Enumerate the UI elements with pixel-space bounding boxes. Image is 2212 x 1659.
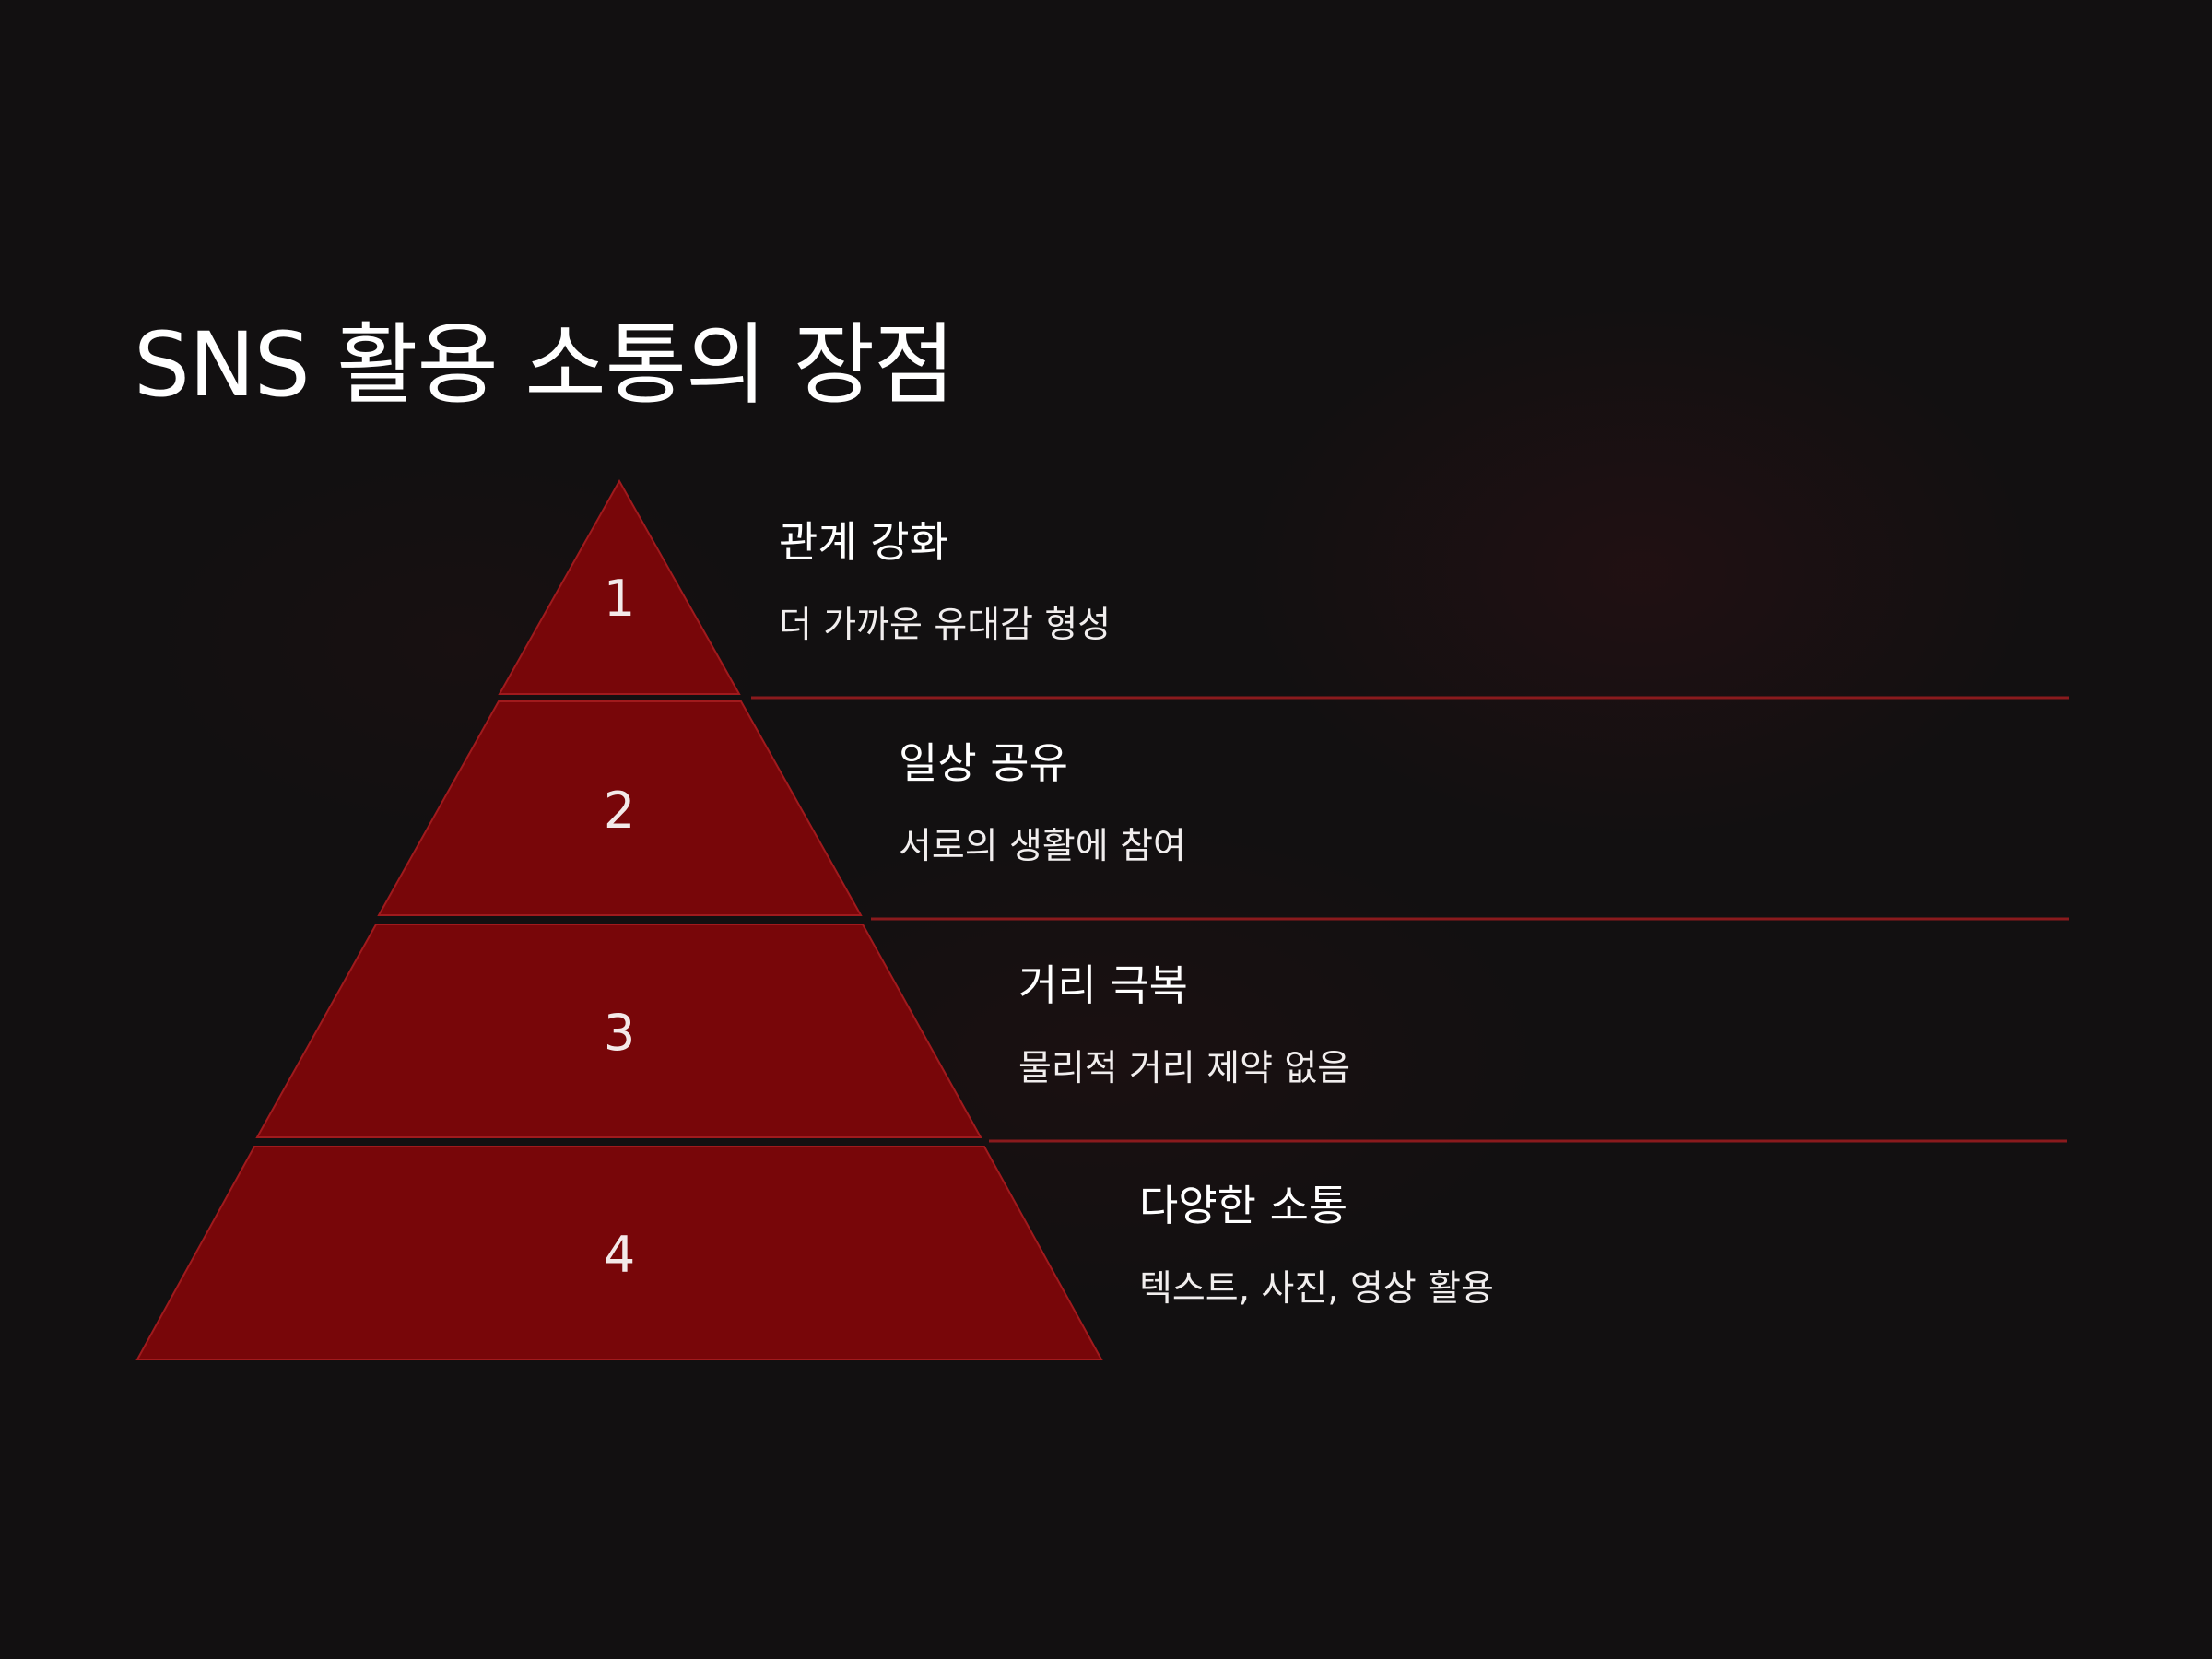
tier-4-heading: 다양한 소통 — [1139, 1181, 1348, 1230]
pyramid-tier-4 — [135, 1146, 1103, 1360]
tier-number-1: 1 — [604, 570, 635, 628]
tier-1-heading: 관계 강화 — [779, 517, 948, 567]
pyramid-tier-2 — [377, 700, 863, 916]
slide-title: SNS 활용 소통의 장점 — [134, 313, 955, 417]
tier-2-heading: 일상 공유 — [899, 738, 1068, 788]
pyramid-tier-1 — [498, 478, 741, 695]
tier-number-3: 3 — [604, 1004, 635, 1062]
tier-number-4: 4 — [604, 1226, 635, 1284]
tier-4-text: 다양한 소통 텍스트, 사진, 영상 활용 — [1139, 1180, 1494, 1312]
tier-2-text: 일상 공유 서로의 생활에 참여 — [899, 737, 1186, 870]
tier-3-description: 물리적 거리 제약 없음 — [1018, 1048, 1351, 1089]
tier-number-2: 2 — [604, 782, 635, 840]
tier-3-text: 거리 극복 물리적 거리 제약 없음 — [1018, 959, 1350, 1092]
tier-3-heading: 거리 극복 — [1018, 960, 1188, 1010]
tier-4-description: 텍스트, 사진, 영상 활용 — [1139, 1268, 1494, 1310]
pyramid-tier-3 — [255, 924, 982, 1138]
tier-1-description: 더 가까운 유대감 형성 — [779, 605, 1112, 646]
tier-2-description: 서로의 생활에 참여 — [899, 826, 1186, 867]
tier-1-text: 관계 강화 더 가까운 유대감 형성 — [779, 516, 1111, 649]
